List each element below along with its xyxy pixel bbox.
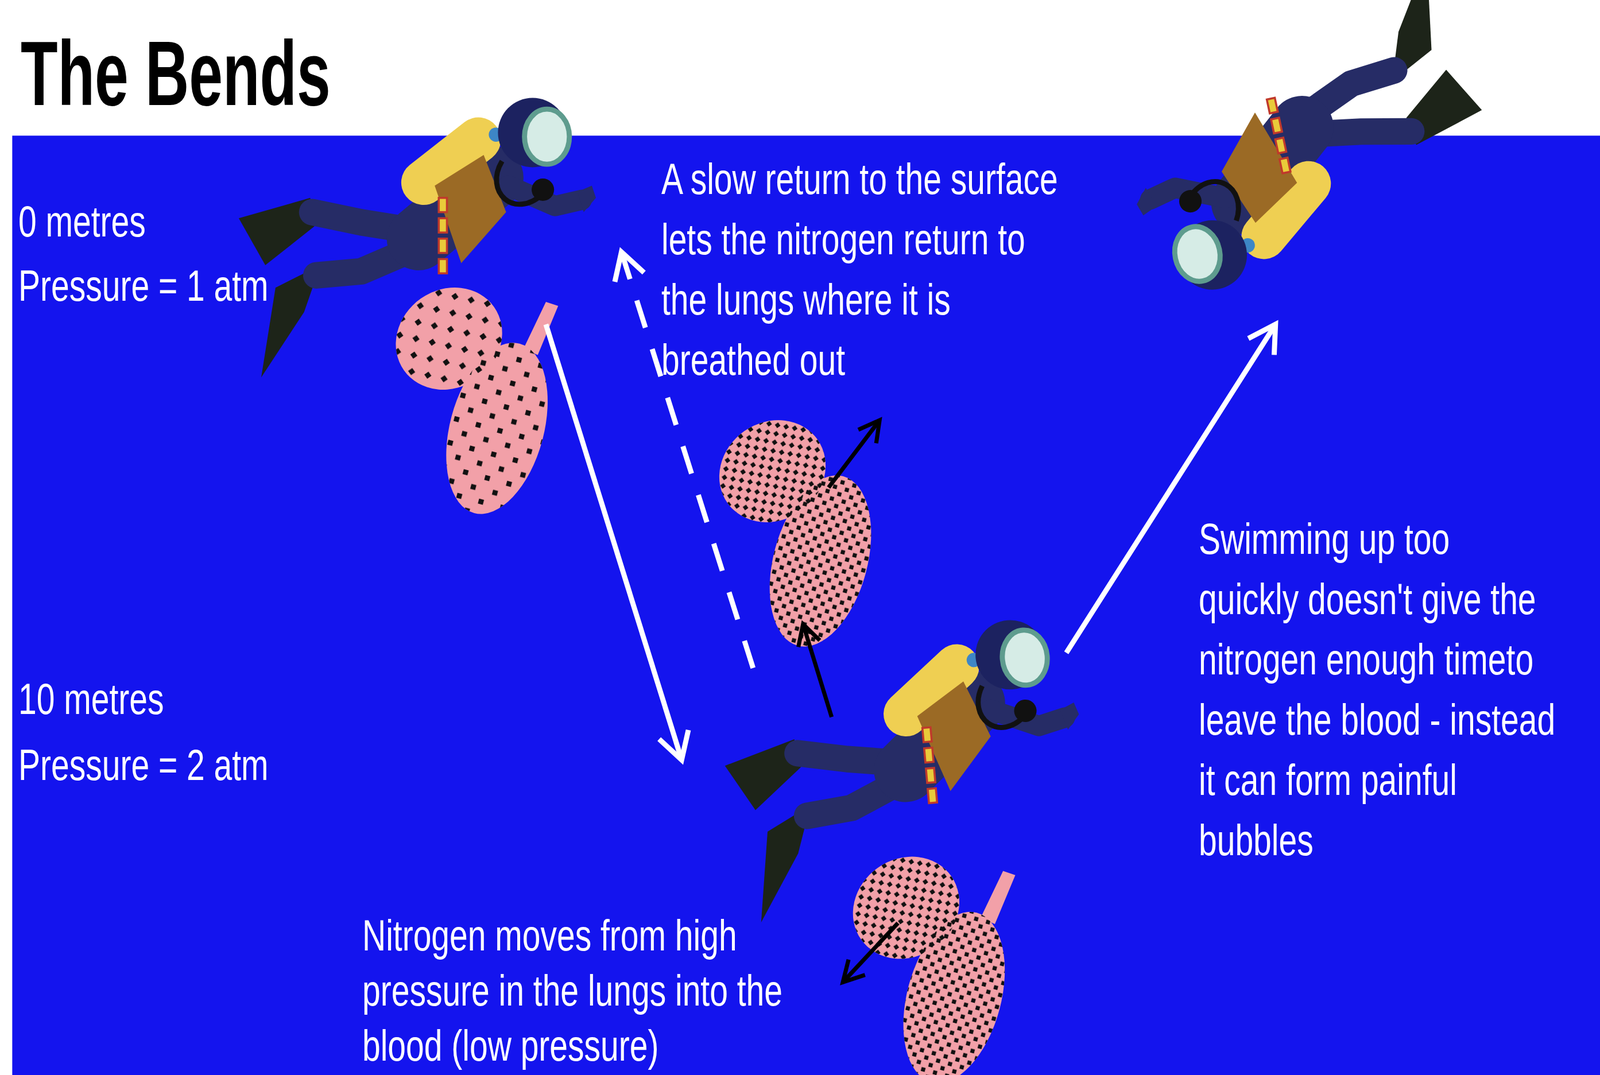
lung-lobes (376, 266, 566, 526)
trachea (980, 871, 1015, 925)
nitrogen-dots (833, 836, 1023, 1075)
descent-arrow (545, 324, 682, 761)
lung-lobes (699, 399, 889, 658)
title: The Bends (20, 27, 331, 120)
nitrogen-dots (376, 266, 566, 526)
gas-flow-arrow (842, 923, 898, 983)
pressure-label: Pressure = 2 atm (18, 739, 269, 792)
gas-flow-arrow (803, 624, 832, 718)
note-text: Swimming up too quickly doesn't give the… (1198, 508, 1557, 871)
water (12, 135, 1600, 1075)
depth-label: 0 metres (18, 195, 146, 248)
pressure-label: Pressure = 1 atm (18, 260, 269, 312)
diver (1099, 0, 1507, 302)
lung-lobes (833, 836, 1023, 1075)
lungs (376, 266, 566, 526)
note-text: Nitrogen moves from high pressure in the… (362, 908, 841, 1074)
nitrogen-dots (699, 399, 889, 658)
gas-flow-arrow (828, 420, 880, 488)
note-text: A slow return to the surface lets the ni… (661, 148, 1068, 390)
lungs (833, 836, 1023, 1075)
lungs (699, 399, 889, 658)
depth-label: 10 metres (18, 673, 164, 726)
